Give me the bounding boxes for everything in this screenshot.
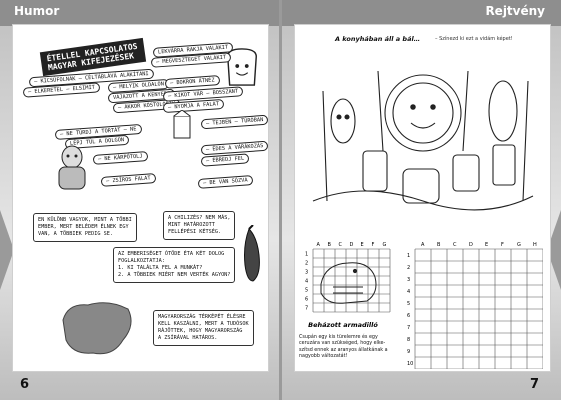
hungary-map-icon xyxy=(62,302,132,355)
grid-col-label: D xyxy=(469,242,473,248)
grid-row-label: 6 xyxy=(407,313,410,319)
grid-col-label: F xyxy=(372,242,375,248)
grid-col-label: A xyxy=(317,242,321,248)
joke-bubble-3: AZ EMBERISÉGET ÓTÖDE ÉTA KÉT DOLOG FOGLA… xyxy=(113,247,236,284)
puzzle-instruction: – Színezd ki ezt a vidám képet! xyxy=(435,36,513,42)
large-grid: A B C D E F G H 1 2 3 4 5 6 7 8 9 10 xyxy=(407,242,543,369)
joke-bubble-2: A CHILIZÉS? NEM MÁS, MINT HATÁROZOTT FEL… xyxy=(163,211,236,241)
cartoon-man-icon xyxy=(58,145,86,190)
small-grid: A B C D E F G 1 2 3 4 5 6 7 xyxy=(305,242,391,313)
phrase-pill: – ZSÍROS FALAT xyxy=(100,173,156,187)
left-page-number: 6 xyxy=(20,377,30,392)
milk-carton-icon xyxy=(173,110,191,139)
page-gutter xyxy=(279,0,282,400)
phrase-pill: – ÉBREDJ FEL xyxy=(200,153,250,167)
grid-row-label: 5 xyxy=(407,301,410,307)
grid-row-label: 7 xyxy=(407,325,410,331)
phrase-pill: – BOKRON ÁTNÉZ xyxy=(164,75,220,89)
kitchen-coloring-illustration xyxy=(312,70,534,211)
right-page: A konyhában áll a bál… – Színezd ki ezt … xyxy=(294,24,551,372)
grid-row-label: 10 xyxy=(407,361,413,367)
joke-bubble-4: MAGYARORSZÁG TÉRKÉPÉT ÉLÉSRE KELL KASZÁL… xyxy=(153,310,254,347)
grid-col-label: E xyxy=(485,242,488,248)
grid-row-label: 1 xyxy=(305,252,308,258)
puzzle-headline: A konyhában áll a bál… xyxy=(335,35,421,43)
grid-col-label: G xyxy=(383,242,387,248)
left-edge-marker xyxy=(0,210,14,290)
phrase-pill: – TEJBEN – TÚRÓBAN xyxy=(200,114,269,130)
grid-col-label: E xyxy=(361,242,364,248)
chili-pepper-icon xyxy=(244,225,260,282)
grid-col-label: D xyxy=(350,242,354,248)
grid-row-label: 7 xyxy=(305,306,308,312)
grid-row-label: 6 xyxy=(305,297,308,303)
grid-row-label: 2 xyxy=(407,265,410,271)
grid-col-label: B xyxy=(328,242,332,248)
phrase-pill: – ÉDES A VÁRÁKOZÁS xyxy=(200,140,269,156)
right-header-title: Rejtvény xyxy=(485,4,545,18)
joke-bubble-1: EN KÜLÖNB VAGYOK, MINT A TÖBBI EMBER, ME… xyxy=(33,213,137,243)
grid-col-label: C xyxy=(339,242,343,248)
right-page-number: 7 xyxy=(529,377,539,392)
armadillo-caption: Beházott armadilló xyxy=(308,321,378,329)
armadillo-icon xyxy=(320,262,377,304)
grid-row-label: 3 xyxy=(305,270,308,276)
grid-row-label: 8 xyxy=(407,337,410,343)
grid-row-label: 2 xyxy=(305,261,308,267)
grid-col-label: H xyxy=(533,242,537,248)
right-header-bar: Rejtvény xyxy=(282,0,561,26)
grid-col-label: G xyxy=(517,242,521,248)
grid-col-label: B xyxy=(437,242,441,248)
phrase-pill: – BE VAN SÓZVA xyxy=(197,175,253,189)
grid-row-label: 9 xyxy=(407,349,410,355)
left-header-title: Humor xyxy=(14,4,60,18)
armadillo-instructions: Csupán egy kis türelemre és egy ceruzára… xyxy=(299,335,388,360)
grid-row-label: 5 xyxy=(305,288,308,294)
grid-row-label: 3 xyxy=(407,277,410,283)
grid-row-label: 4 xyxy=(305,279,308,285)
left-page: ÉTELLEL KAPCSOLATOS MAGYAR KIFEJEZÉSEK L… xyxy=(12,24,269,372)
grid-col-label: A xyxy=(421,242,425,248)
grid-col-label: C xyxy=(453,242,457,248)
grid-row-label: 1 xyxy=(407,253,410,259)
grid-col-label: F xyxy=(501,242,504,248)
phrase-pill: – NE KÁRPÓTOLJ xyxy=(92,151,148,165)
left-header-bar: Humor xyxy=(0,0,279,26)
drawing-grid: A B C D E F G 1 2 3 4 5 6 7 A B C D E F G H 1 2 3 4 5 6 7 8 9 10 xyxy=(305,242,543,369)
grid-row-label: 4 xyxy=(407,289,410,295)
